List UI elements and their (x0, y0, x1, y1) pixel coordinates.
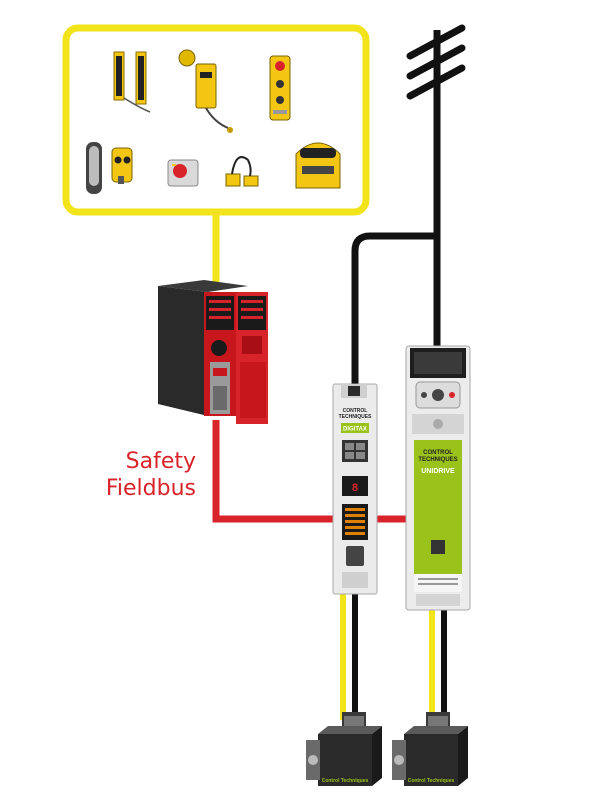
digitax-drive: CONTROL TECHNIQUES DIGITAX 8 (332, 383, 378, 595)
unidrive-brand-line2: TECHNIQUES (418, 457, 457, 463)
servo-motor-1: Control Techniques (306, 712, 382, 786)
emergency-stop-icon (167, 159, 199, 187)
safety-interlock-switch-icon (178, 49, 233, 133)
svg-text:8: 8 (352, 482, 358, 494)
servo-motor-1-label: Control Techniques (322, 778, 369, 784)
power-feed-line (351, 30, 441, 385)
unidrive-drive: CONTROL TECHNIQUES UNIDRIVE (405, 345, 471, 611)
digitax-brand-line1: CONTROL (343, 408, 368, 414)
motor-cable-2 (429, 610, 447, 720)
safety-fieldbus-wire (212, 420, 412, 523)
digitax-model-label: DIGITAX (343, 427, 367, 433)
proximity-sensor-icon (225, 156, 259, 187)
control-station-icon (269, 55, 291, 121)
ac-mains-power-icon (406, 24, 466, 100)
safety-fieldbus-label-line2: Fieldbus (106, 476, 196, 501)
safety-fieldbus-label-line1: Safety (126, 449, 196, 474)
unidrive-brand-line1: CONTROL (423, 450, 453, 456)
servo-motor-icon: Control Techniques (392, 712, 468, 786)
servo-motor-2: Control Techniques (392, 712, 468, 786)
unidrive-model-label: UNIDRIVE (421, 468, 455, 475)
laser-scanner-icon (295, 142, 341, 189)
safety-plc-icon (158, 280, 268, 424)
servo-motor-icon: Control Techniques (306, 712, 382, 786)
motor-cable-1 (340, 590, 358, 720)
digitax-brand-line2: TECHNIQUES (339, 414, 372, 420)
rfid-switch-icon (86, 142, 133, 194)
light-curtain-icon (113, 51, 151, 113)
servo-motor-2-label: Control Techniques (408, 778, 455, 784)
